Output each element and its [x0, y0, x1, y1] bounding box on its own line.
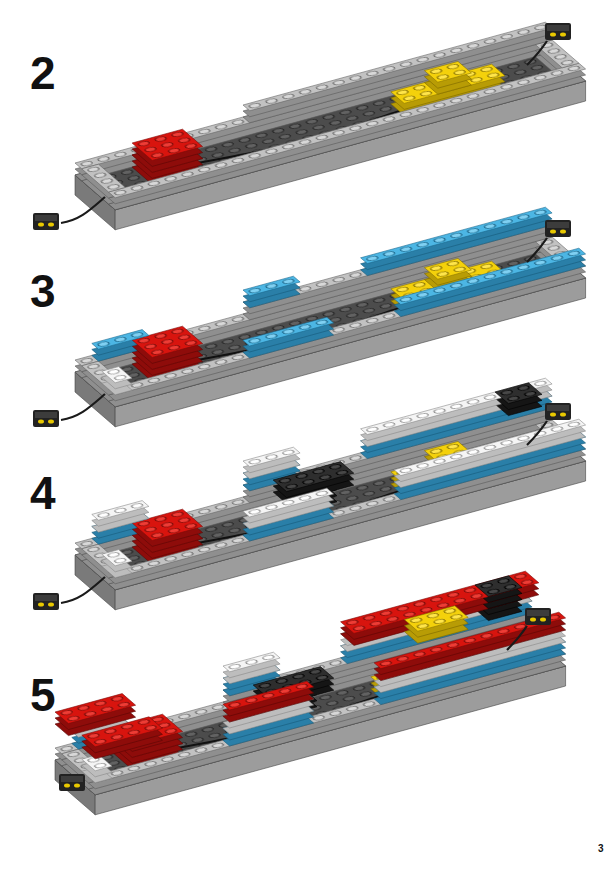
- step-number: 2: [30, 50, 56, 96]
- step-number: 3: [30, 268, 56, 314]
- build-step: [33, 22, 586, 230]
- page-number: 3: [598, 844, 604, 854]
- build-step: [55, 571, 566, 815]
- step-number: 5: [30, 672, 56, 718]
- build-step: [33, 207, 586, 427]
- step-number: 4: [30, 470, 56, 516]
- build-step: [33, 378, 586, 610]
